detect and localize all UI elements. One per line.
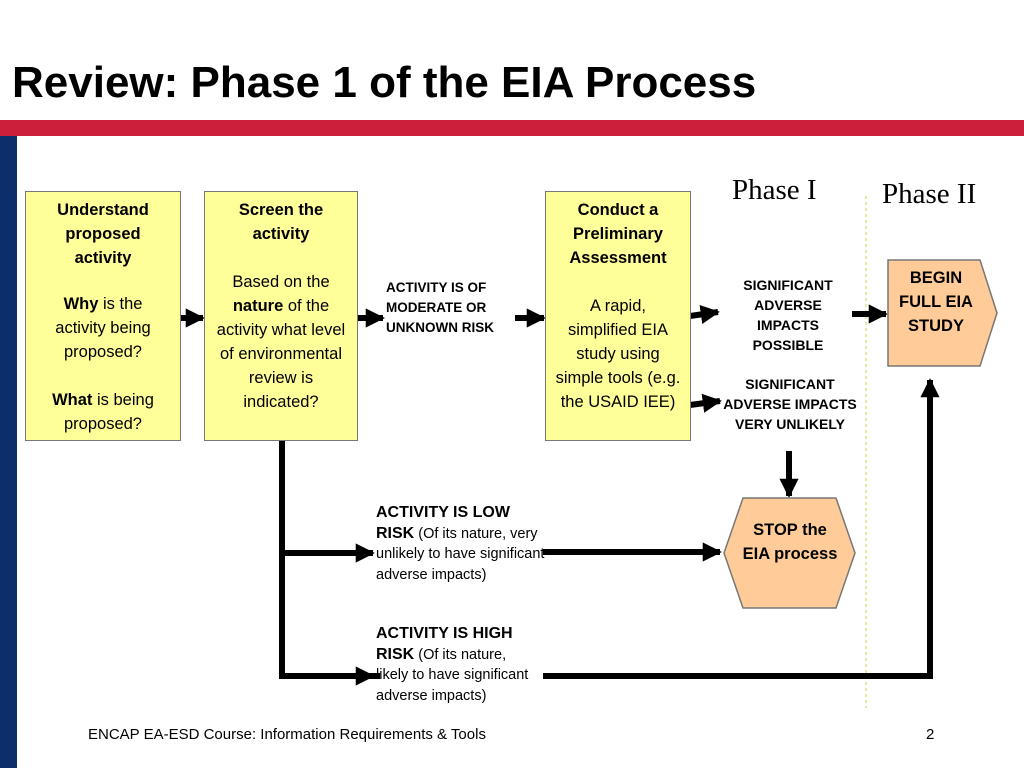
slide-footer: ENCAP EA-ESD Course: Information Require… <box>88 726 486 743</box>
screen-heading: Screen the activity <box>238 201 324 243</box>
branch-line-from-screen <box>279 441 380 679</box>
begin-full-eia-text: BEGIN FULL EIA STUDY <box>899 269 973 335</box>
phase-2-label: Phase II <box>882 178 977 210</box>
understand-heading: Understand proposed activity <box>57 201 149 267</box>
preliminary-text: A rapid, simplified EIA study using simp… <box>555 297 681 411</box>
understand-activity-box: Understand proposed activity Why is the … <box>25 191 181 441</box>
page-number: 2 <box>926 726 935 743</box>
preliminary-heading: Conduct a Preliminary Assessment <box>569 201 667 267</box>
preliminary-assessment-box: Conduct a Preliminary Assessment A rapid… <box>545 191 691 441</box>
significant-possible-label: SIGNIFICANT ADVERSE IMPACTS POSSIBLE <box>743 277 833 353</box>
line-high-to-begin <box>543 378 940 679</box>
understand-what-text: What is being proposed? <box>52 391 154 433</box>
low-risk-label: ACTIVITY IS LOW RISK (Of its nature, ver… <box>376 504 545 583</box>
stop-eia-text: STOP the EIA process <box>742 521 838 563</box>
begin-full-eia-shape <box>887 259 998 367</box>
title-underline-bar <box>0 120 1024 136</box>
phase-1-label: Phase I <box>732 174 817 206</box>
significant-unlikely-label: SIGNIFICANT ADVERSE IMPACTS VERY UNLIKEL… <box>723 376 857 432</box>
stop-eia-shape <box>723 497 856 609</box>
high-risk-label: ACTIVITY IS HIGH RISK (Of its nature, li… <box>376 625 529 704</box>
screen-text: Based on the nature of the activity what… <box>216 273 346 411</box>
moderate-risk-label: ACTIVITY IS OF MODERATE OR UNKNOWN RISK <box>386 280 494 335</box>
arrow-preliminary-to-unlikely <box>689 393 722 413</box>
arrow-preliminary-to-possible <box>689 304 720 324</box>
slide-title: Review: Phase 1 of the EIA Process <box>12 58 757 107</box>
screen-activity-box: Screen the activity Based on the nature … <box>204 191 358 441</box>
understand-why-text: Why is the activity being proposed? <box>55 295 151 361</box>
left-accent-bar <box>0 136 17 768</box>
